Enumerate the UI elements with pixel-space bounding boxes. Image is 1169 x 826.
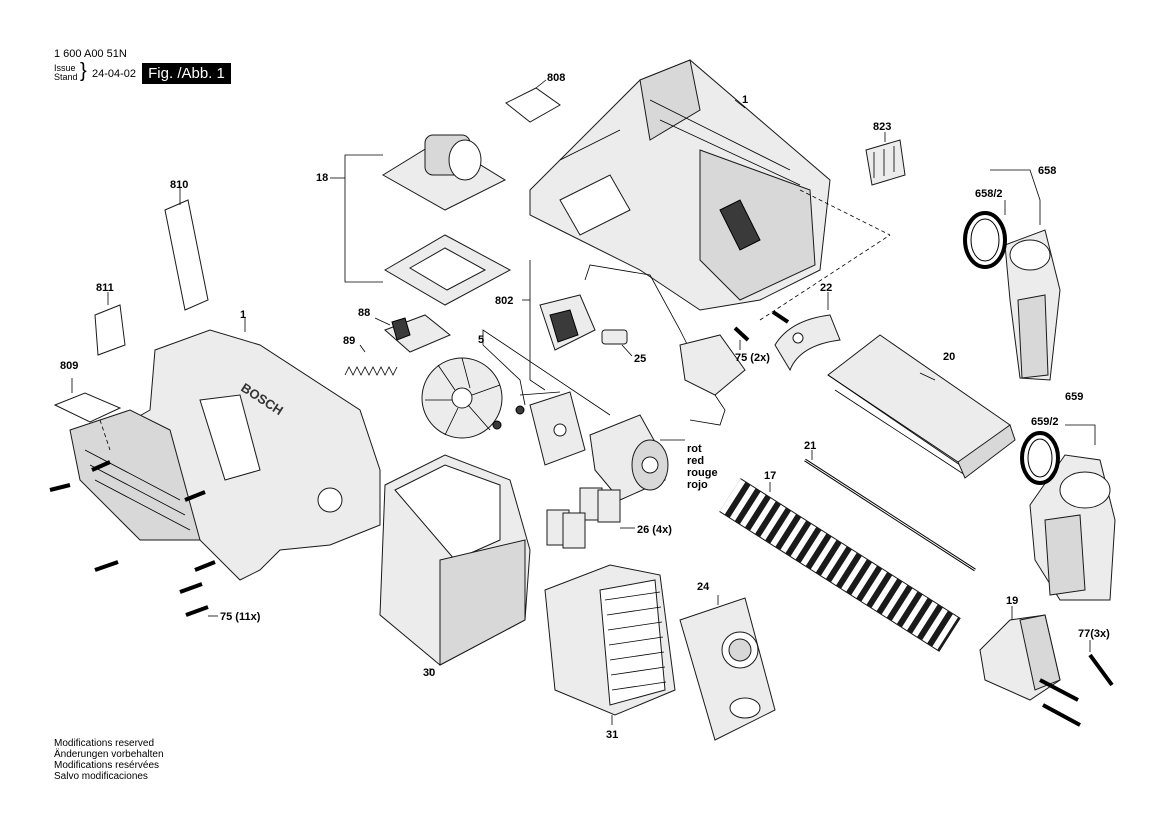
part-659-nozzle [1029,424,1116,601]
label-20: 20 [943,351,955,363]
wire-color-2: rouge [687,467,718,479]
footer-line: Änderungen vorbehalten [54,749,164,760]
wire-color-1: red [687,455,704,467]
label-1-left: 1 [240,309,246,321]
label-22: 22 [820,282,832,294]
label-823: 823 [873,121,891,133]
part-1-top-housing [529,59,891,321]
part-658-2-ring [963,211,1007,269]
part-18-cover [330,134,512,306]
part-75-screw-set [49,460,218,617]
label-88: 88 [358,307,370,319]
part-5-fan [421,329,611,439]
label-24: 24 [697,581,710,593]
issue-date: 24-04-02 [92,68,137,80]
label-810: 810 [170,179,188,191]
part-808-sheet [505,79,561,123]
footer-notes: Modifications reserved Änderungen vorbeh… [54,738,164,782]
footer-line: Modifications reserved [54,738,155,749]
wire-color-labels: rot red rouge rojo [687,443,718,491]
part-20-cover [827,334,1016,479]
part-1-left-housing [69,318,381,581]
part-823-clip [865,132,906,186]
label-18: 18 [316,172,328,184]
label-75-11x: 75 (11x) [220,611,261,623]
part-659-2-ring [1020,431,1060,485]
part-88-slider [374,314,451,353]
part-17-hose [719,478,961,652]
label-658: 658 [1038,165,1056,177]
part-89-spring [344,344,398,376]
label-811: 811 [96,282,114,294]
label-30: 30 [423,667,435,679]
label-26: 26 (4x) [637,524,672,536]
part-30-container [379,454,531,675]
label-31: 31 [606,729,618,741]
part-25-foam [601,329,633,357]
label-19: 19 [1006,595,1018,607]
part-31-filter [544,564,676,725]
figure-badge: Fig. /Abb. 1 [142,63,231,84]
label-21: 21 [804,440,816,452]
issue-label: Issue [54,63,76,73]
part-19-cap [979,606,1061,701]
part-motor-plate [519,391,586,466]
label-5: 5 [478,334,484,346]
label-808: 808 [547,72,565,84]
label-17: 17 [764,470,776,482]
part-small-screws [492,405,525,430]
part-658-nozzle [990,169,1061,381]
label-89: 89 [343,335,355,347]
label-75-2x: 75 (2x) [735,352,770,364]
part-75-screw-pair [733,310,790,350]
label-25: 25 [634,353,646,365]
part-26-foam-blocks [546,487,635,549]
stand-label: Stand [54,72,78,82]
part-802-cable [522,260,746,426]
brace-glyph: } [80,60,87,82]
part-22-bracket [774,292,841,372]
label-659: 659 [1065,391,1083,403]
label-77: 77(3x) [1078,628,1110,640]
part-motor [589,414,685,501]
wire-color-3: rojo [687,479,708,491]
label-659-2: 659/2 [1031,416,1059,428]
document-code: 1 600 A00 51N [54,48,127,60]
part-21-rod [804,450,976,572]
part-809-card [53,378,122,423]
part-811-card [94,292,126,356]
issue-labels: Issue Stand [54,64,78,82]
part-77-screws [1039,640,1114,727]
wire-color-0: rot [687,443,702,455]
part-810-card [164,188,209,311]
label-1-top: 1 [742,94,748,106]
part-24-plate [679,595,776,741]
label-658-2: 658/2 [975,188,1003,200]
footer-line: Salvo modificaciones [54,771,148,782]
label-809: 809 [60,360,78,372]
footer-line: Modifications resérvées [54,760,160,771]
label-802: 802 [495,295,513,307]
